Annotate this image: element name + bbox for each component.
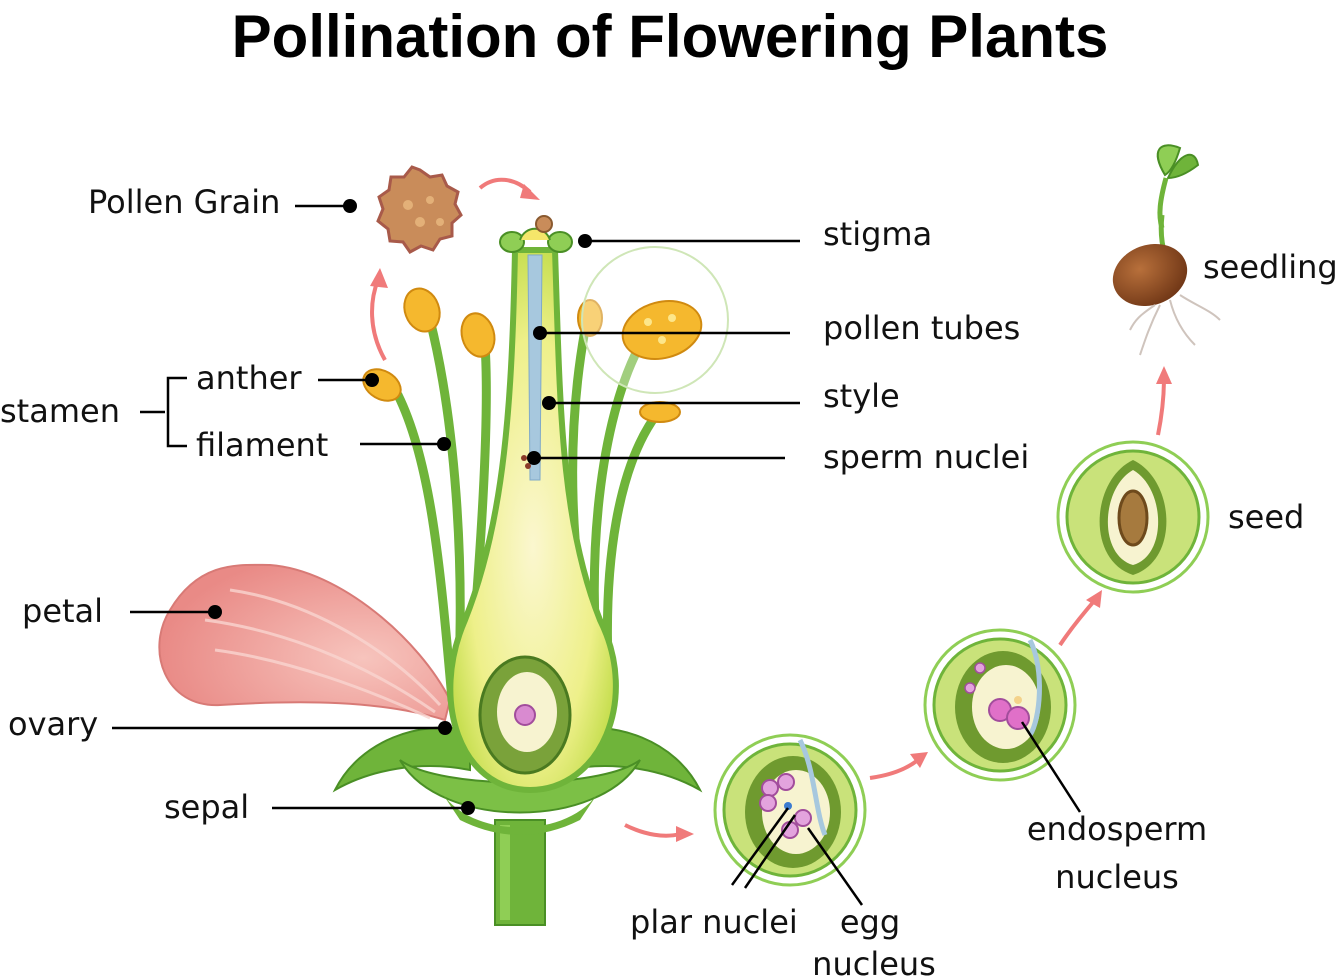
label-pollen-grain: Pollen Grain (88, 183, 280, 221)
label-seedling: seedling (1203, 248, 1338, 286)
diagram-title: Pollination of Flowering Plants (232, 3, 1109, 70)
label-endosperm-nucleus-line2: nucleus (1055, 858, 1179, 896)
label-ovary: ovary (8, 705, 98, 743)
label-egg-nucleus-line2: nucleus (812, 945, 936, 980)
ovule-stage-1 (713, 733, 867, 887)
label-sperm-nuclei: sperm nuclei (823, 438, 1029, 476)
process-arrows (370, 177, 1172, 842)
style-shape (447, 247, 619, 794)
label-seed: seed (1228, 498, 1304, 536)
pollen-grain-illustration (376, 165, 463, 254)
label-filament: filament (196, 426, 328, 464)
label-stamen: stamen (0, 392, 120, 430)
label-anther: anther (196, 359, 302, 397)
label-petal: petal (22, 592, 103, 630)
leader-lines (112, 199, 1082, 906)
label-endosperm-nucleus-line1: endosperm (1027, 810, 1207, 848)
seedling-illustration (1112, 144, 1221, 356)
label-sepal: sepal (164, 788, 249, 826)
petal-shape (158, 563, 452, 722)
label-pollen-tubes: pollen tubes (823, 309, 1020, 347)
labels: Pollen Grain stigma pollen tubes style s… (0, 183, 1338, 980)
label-egg-nucleus-line1: egg (840, 903, 900, 941)
label-style: style (823, 377, 900, 415)
seed-illustration (1056, 440, 1210, 594)
ovule-stage-2 (923, 628, 1077, 782)
label-stigma: stigma (823, 215, 932, 253)
label-plar-nuclei: plar nuclei (630, 903, 798, 941)
